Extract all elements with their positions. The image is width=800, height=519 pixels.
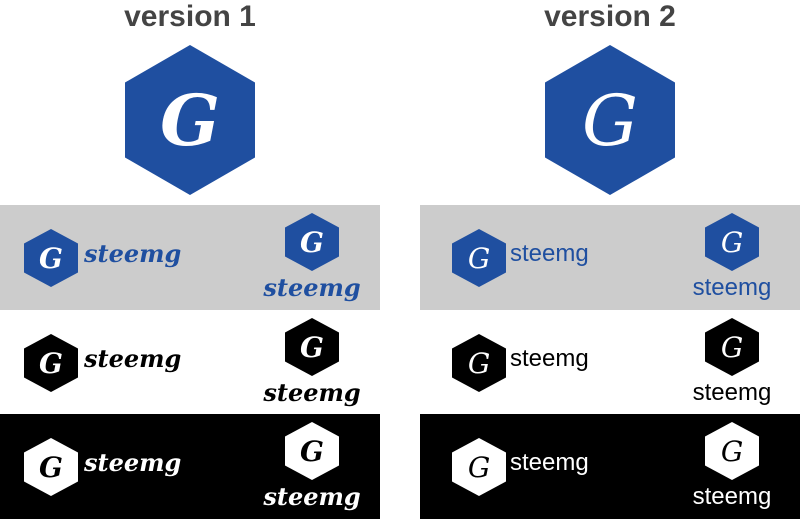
version-1-title: version 1	[124, 0, 256, 33]
horizontal-logo: G steemg	[444, 227, 604, 287]
logo-letter: G	[39, 242, 63, 275]
gray-band: G steemg G steemg	[420, 205, 800, 310]
hexagon-logo-icon: G	[285, 213, 339, 271]
logo-letter: G	[160, 79, 220, 162]
vertical-logo: G steemg	[262, 213, 362, 307]
version-2-column: version 2 G G steemg G steemg G	[420, 0, 800, 519]
horizontal-logo: G steemg	[444, 436, 604, 496]
logo-letter: G	[721, 331, 743, 364]
vertical-logo: G steemg	[682, 318, 782, 412]
vertical-logo: G steemg	[262, 318, 362, 412]
hexagon-logo-icon: G	[452, 438, 506, 496]
hexagon-logo-icon: G	[705, 213, 759, 271]
gray-band: G steemg G steemg	[0, 205, 380, 310]
black-band: G steemg G steemg	[420, 414, 800, 519]
wordmark: steemg	[263, 378, 361, 407]
logo-letter: G	[721, 226, 743, 259]
wordmark: steemg	[692, 483, 772, 510]
logo-letter: G	[300, 435, 324, 468]
logo-letter: G	[468, 451, 490, 484]
horizontal-logo: G steemg	[24, 436, 184, 496]
horizontal-logo: G steemg	[24, 332, 184, 392]
logo-letter: G	[721, 435, 743, 468]
hexagon-logo-icon: G	[452, 229, 506, 287]
wordmark: steemg	[692, 274, 772, 301]
version-1-column: version 1 G G steemg G steemg G	[0, 0, 380, 519]
wordmark: steemg	[510, 240, 589, 267]
logo-letter: G	[39, 451, 63, 484]
wordmark: steemg	[692, 379, 772, 406]
hexagon-logo-icon: G	[24, 334, 78, 392]
wordmark: steemg	[510, 345, 589, 372]
hexagon-logo-icon: G	[705, 422, 759, 480]
horizontal-logo: G steemg	[444, 332, 604, 392]
hexagon-logo-icon: G	[125, 45, 255, 195]
wordmark: steemg	[84, 344, 182, 373]
vertical-logo: G steemg	[682, 422, 782, 516]
wordmark: steemg	[84, 448, 182, 477]
logo-letter: G	[468, 347, 490, 380]
logo-letter: G	[582, 80, 638, 162]
hexagon-logo-icon: G	[545, 45, 675, 195]
logo-letter: G	[300, 331, 324, 364]
logo-letter: G	[300, 226, 324, 259]
horizontal-logo: G steemg	[24, 227, 184, 287]
hexagon-logo-icon: G	[24, 229, 78, 287]
hexagon-logo-icon: G	[285, 422, 339, 480]
wordmark: steemg	[510, 449, 589, 476]
vertical-logo: G steemg	[262, 422, 362, 516]
white-band: G steemg G steemg	[420, 310, 800, 415]
version-2-title: version 2	[544, 0, 676, 33]
wordmark: steemg	[84, 239, 182, 268]
hexagon-logo-icon: G	[24, 438, 78, 496]
hexagon-logo-icon: G	[705, 318, 759, 376]
vertical-logo: G steemg	[682, 213, 782, 307]
white-band: G steemg G steemg	[0, 310, 380, 415]
hexagon-logo-icon: G	[285, 318, 339, 376]
hexagon-logo-icon: G	[452, 334, 506, 392]
wordmark: steemg	[263, 273, 361, 302]
logo-letter: G	[39, 347, 63, 380]
logo-letter: G	[468, 242, 490, 275]
wordmark: steemg	[263, 482, 361, 511]
black-band: G steemg G steemg	[0, 414, 380, 519]
